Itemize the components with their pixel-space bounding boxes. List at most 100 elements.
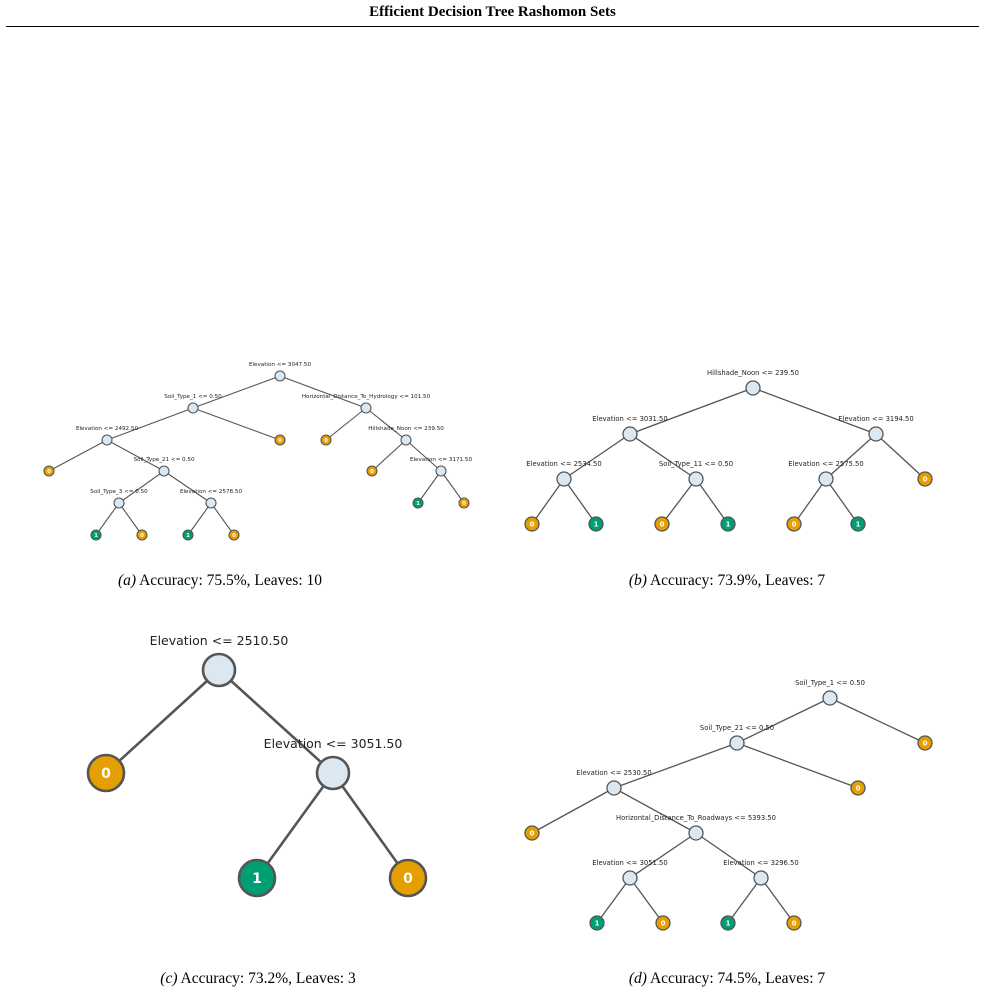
split-node xyxy=(688,825,704,841)
leaf-node xyxy=(136,529,148,541)
split-condition-label: Elevation <= 3296.50 xyxy=(723,859,798,867)
leaf-class-label: 0 xyxy=(530,521,535,529)
tree-edge xyxy=(95,502,120,536)
leaf-node xyxy=(850,780,866,796)
tree-edge xyxy=(629,433,697,480)
split-node xyxy=(606,780,622,796)
leaf-node xyxy=(720,516,736,532)
tree-edge xyxy=(118,470,165,504)
split-node xyxy=(753,870,769,886)
leaf-class-label: 1 xyxy=(252,871,262,887)
leaf-node xyxy=(90,529,102,541)
tree-edge xyxy=(106,439,165,472)
tree-edge xyxy=(365,407,407,441)
tree-edge xyxy=(829,697,926,744)
leaf-node xyxy=(589,915,605,931)
tree-edge xyxy=(695,832,762,879)
leaf-class-label: 0 xyxy=(792,920,797,928)
caption-a: (a) Accuracy: 75.5%, Leaves: 10 xyxy=(118,572,322,590)
leaf-class-label: 1 xyxy=(856,521,861,529)
leaf-node xyxy=(850,516,866,532)
tree-edge xyxy=(187,502,212,536)
edges xyxy=(531,387,926,525)
leaf-class-label: 0 xyxy=(856,785,861,793)
split-condition-label: Soil_Type_1 <= 0.50 xyxy=(164,394,222,400)
split-condition-label: Elevation <= 2575.50 xyxy=(788,460,863,468)
split-condition-label: Elevation <= 2530.50 xyxy=(576,769,651,777)
tree-edge xyxy=(192,407,281,441)
split-node xyxy=(158,465,170,477)
leaf-node xyxy=(524,825,540,841)
leaf-node xyxy=(182,529,194,541)
tree-edge xyxy=(325,407,367,441)
tree-edge xyxy=(629,832,697,879)
tree-edge xyxy=(531,787,615,834)
tree-edge xyxy=(613,787,697,834)
leaf-class-label: 0 xyxy=(140,533,144,539)
split-condition-label: Elevation <= 2492.50 xyxy=(76,426,138,432)
split-condition-label: Soil_Type_1 <= 0.50 xyxy=(795,679,865,687)
split-condition-label: Elevation <= 2578.50 xyxy=(180,489,242,495)
leaf-class-label: 1 xyxy=(726,521,731,529)
caption-tag: (c) xyxy=(160,970,178,987)
leaf-class-label: 0 xyxy=(324,438,328,444)
leaf-node xyxy=(388,858,428,898)
tree-edge xyxy=(371,439,407,472)
split-node xyxy=(201,652,237,688)
leaf-node xyxy=(228,529,240,541)
tree-edge xyxy=(875,433,926,480)
split-condition-label: Soil_Type_21 <= 0.50 xyxy=(700,724,774,732)
caption-tag: (a) xyxy=(117,572,137,589)
split-node xyxy=(622,426,638,442)
tree-edge xyxy=(563,433,631,480)
leaf-class-label: 0 xyxy=(403,871,413,887)
tree-edge xyxy=(163,470,212,504)
leaf-class-label: 0 xyxy=(278,438,282,444)
running-header: Efficient Decision Tree Rashomon Sets xyxy=(369,4,616,20)
header-rule xyxy=(6,26,979,27)
caption-text: Accuracy: 73.2%, Leaves: 3 xyxy=(177,970,356,987)
split-condition-label: Elevation <= 2534.50 xyxy=(526,460,601,468)
leaf-class-label: 1 xyxy=(726,920,731,928)
leaf-node xyxy=(366,465,378,477)
split-node xyxy=(822,690,838,706)
split-condition-label: Elevation <= 3051.50 xyxy=(264,736,403,751)
leaf-node xyxy=(917,735,933,751)
tree-edge xyxy=(218,669,334,774)
edges xyxy=(48,375,465,536)
leaf-class-label: 1 xyxy=(94,533,98,539)
leaf-node xyxy=(274,434,286,446)
leaf-class-label: 0 xyxy=(923,740,928,748)
split-node xyxy=(729,735,745,751)
split-condition-label: Soil_Type_11 <= 0.50 xyxy=(659,460,733,468)
split-node xyxy=(400,434,412,446)
split-node xyxy=(868,426,884,442)
tree-edge xyxy=(760,877,795,924)
tree-edge xyxy=(661,478,697,525)
split-condition-label: Elevation <= 3171.50 xyxy=(410,457,472,463)
leaf-node xyxy=(412,497,424,509)
tree-edge xyxy=(255,772,335,879)
edges xyxy=(105,669,410,879)
leaf-node xyxy=(43,465,55,477)
tree-edge xyxy=(105,669,220,774)
leaf-node xyxy=(720,915,736,931)
caption-b: (b) Accuracy: 73.9%, Leaves: 7 xyxy=(629,572,825,590)
split-condition-label: Hillshade_Noon <= 239.50 xyxy=(368,426,444,432)
split-condition-label: Elevation <= 3194.50 xyxy=(838,415,913,423)
leaf-class-label: 1 xyxy=(594,521,599,529)
edges xyxy=(531,697,926,924)
tree-edge xyxy=(405,439,442,472)
split-node xyxy=(360,402,372,414)
split-node xyxy=(205,497,217,509)
split-node xyxy=(818,471,834,487)
split-condition-label: Hillshade_Noon <= 239.50 xyxy=(707,369,799,377)
caption-tag: (d) xyxy=(628,970,647,987)
leaf-class-label: 0 xyxy=(101,766,111,782)
leaf-node xyxy=(786,915,802,931)
tree-edge xyxy=(596,877,631,924)
